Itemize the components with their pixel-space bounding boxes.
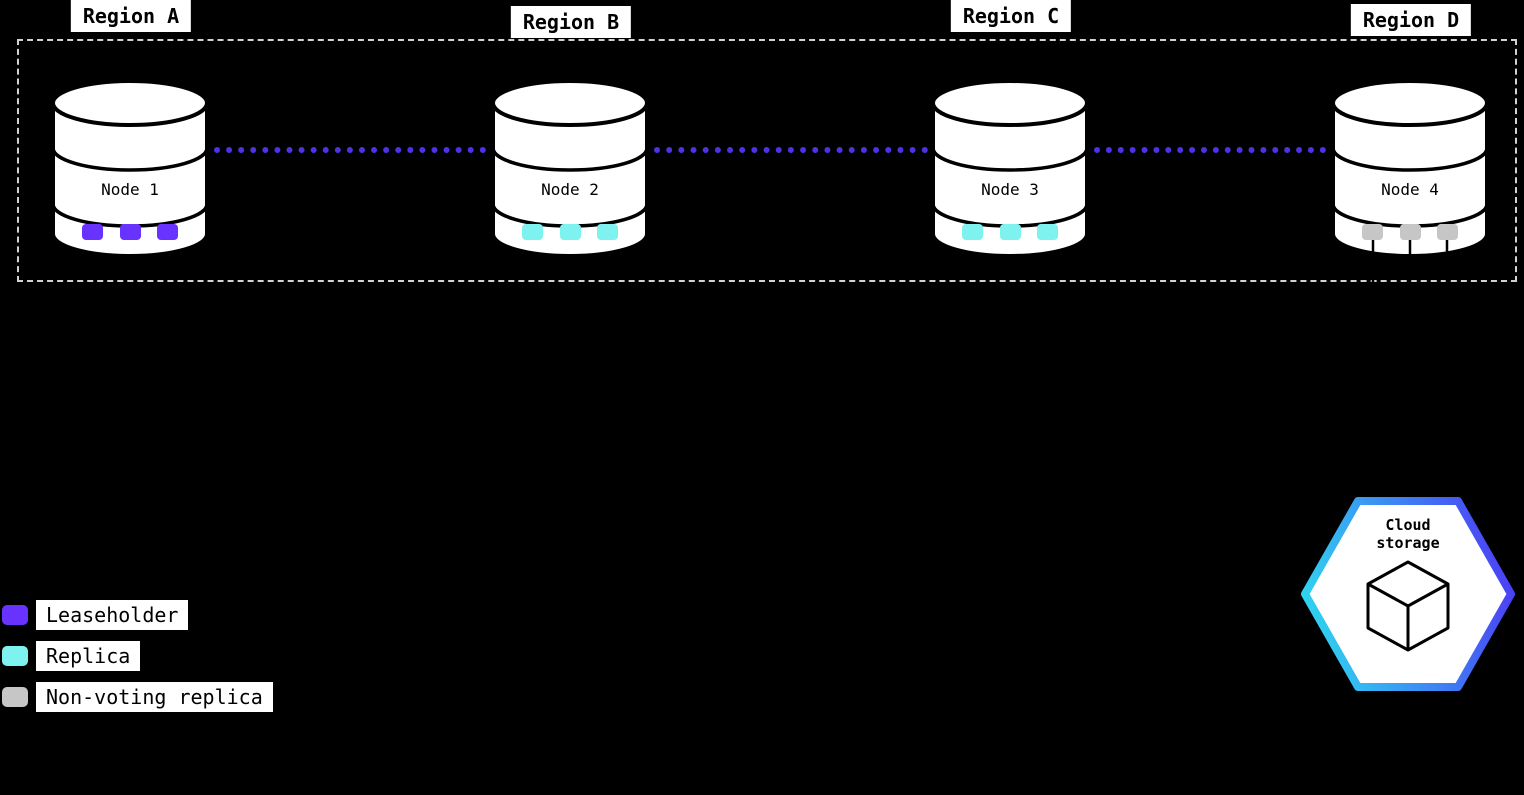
database-icon: Node 2 — [491, 79, 649, 258]
cloud-storage-icon: Cloud storage — [1301, 497, 1515, 691]
replica-square — [560, 224, 581, 240]
cloud-storage: Cloud storage — [1300, 494, 1516, 694]
cylinder-separator — [51, 147, 209, 172]
replica-square — [82, 224, 103, 240]
legend: Leaseholder Replica Non-voting replica — [2, 600, 273, 723]
replication-link-2 — [654, 147, 928, 153]
cloud-storage-label-line1: Cloud — [1385, 516, 1430, 534]
replica-square — [120, 224, 141, 240]
legend-label: Non-voting replica — [36, 682, 273, 712]
replica-squares — [522, 224, 618, 240]
replication-link-3 — [1094, 147, 1326, 153]
replication-link-1 — [214, 147, 486, 153]
cloud-storage-label-line2: storage — [1376, 534, 1439, 552]
legend-item-non-voting-replica: Non-voting replica — [2, 682, 273, 712]
node-2: Node 2 — [490, 78, 650, 290]
node-3: Node 3 — [930, 78, 1090, 290]
cube-icon — [1366, 560, 1450, 652]
node-label: Node 2 — [541, 180, 599, 199]
replica-square — [1037, 224, 1058, 240]
node-label: Node 3 — [981, 180, 1039, 199]
replica-square — [1400, 224, 1421, 240]
replica-squares — [1362, 224, 1458, 240]
replica-square — [597, 224, 618, 240]
replica-square — [157, 224, 178, 240]
replica-squares — [962, 224, 1058, 240]
legend-label: Leaseholder — [36, 600, 189, 630]
cylinder-top — [491, 79, 649, 127]
region-label-a: Region A — [70, 0, 192, 32]
database-icon: Node 1 — [51, 79, 209, 258]
node-1: Node 1 — [50, 78, 210, 290]
replica-square — [962, 224, 983, 240]
replica-square — [1437, 224, 1458, 240]
replica-squares — [82, 224, 178, 240]
leaseholder-swatch-icon — [2, 605, 28, 625]
cylinder-top — [1331, 79, 1489, 127]
cylinder-separator — [1331, 147, 1489, 172]
database-icon: Node 4 — [1331, 79, 1489, 286]
cylinder-top — [51, 79, 209, 127]
cluster-boundary — [17, 39, 1517, 282]
cylinder-separator — [931, 147, 1089, 172]
region-label-b: Region B — [510, 6, 632, 38]
replica-square — [1362, 224, 1383, 240]
replica-square — [1000, 224, 1021, 240]
node-label: Node 4 — [1381, 180, 1439, 199]
replica-square — [522, 224, 543, 240]
region-label-c: Region C — [950, 0, 1072, 32]
non-voting-replica-swatch-icon — [2, 687, 28, 707]
hexagon-icon — [1301, 497, 1515, 691]
cylinder-top — [931, 79, 1089, 127]
node-label: Node 1 — [101, 180, 159, 199]
cylinder-separator — [491, 147, 649, 172]
node-4: Node 4 — [1330, 78, 1490, 290]
database-icon: Node 3 — [931, 79, 1089, 258]
legend-item-leaseholder: Leaseholder — [2, 600, 273, 630]
replica-swatch-icon — [2, 646, 28, 666]
legend-label: Replica — [36, 641, 141, 671]
region-label-d: Region D — [1350, 4, 1472, 36]
legend-item-replica: Replica — [2, 641, 273, 671]
